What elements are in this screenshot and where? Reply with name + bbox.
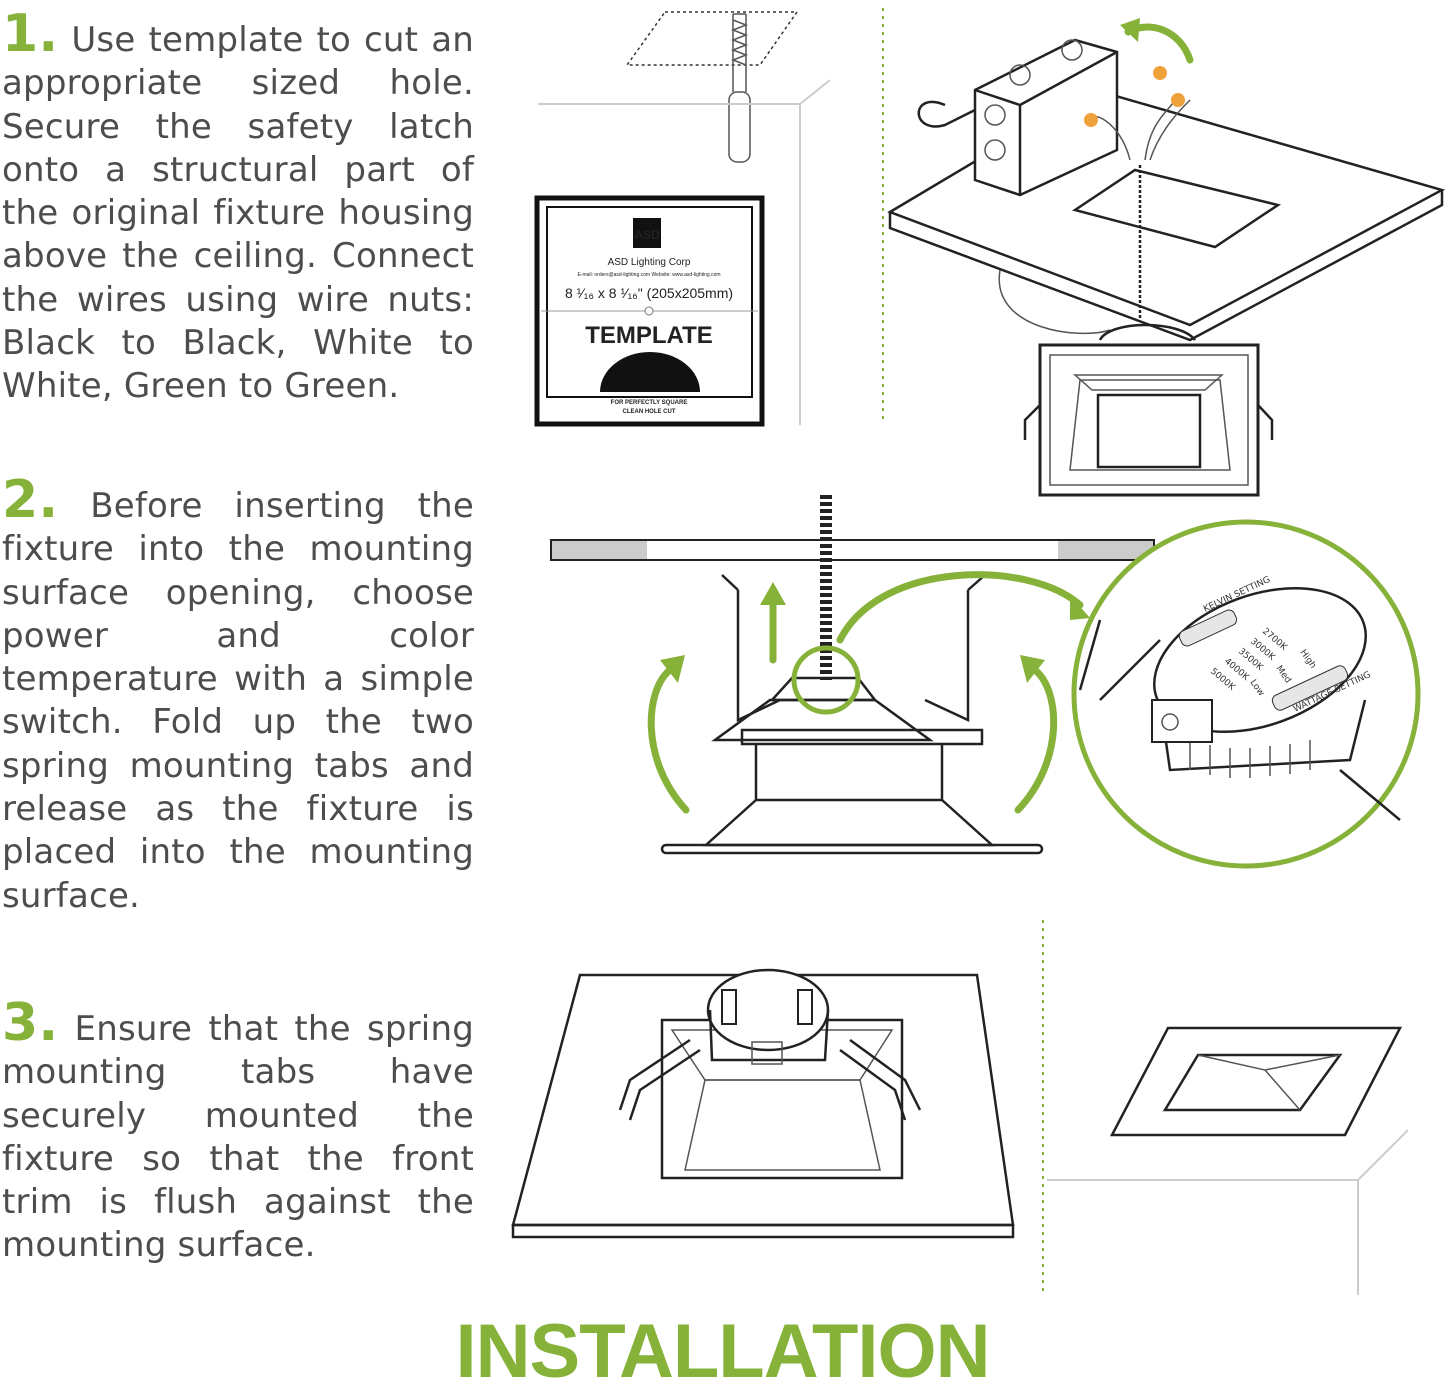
step-3: 3. Ensure that the spring mounting tabs …: [2, 997, 474, 1268]
step-number: 3.: [2, 993, 59, 1053]
template-label: TEMPLATE: [585, 322, 713, 349]
step-number: 2.: [2, 470, 59, 530]
saw-cut-illustration: [538, 11, 831, 425]
step-1: 1. Use template to cut an appropriate si…: [2, 8, 474, 409]
template-card: ASD ASD Lighting Corp E-mail: orders@asd…: [534, 195, 765, 427]
step-text: Use template to cut an appropriate sized…: [2, 20, 474, 407]
contact-info: E-mail: orders@asd-lighting.com Website:…: [577, 272, 720, 278]
mounted-fixture-illustration: [511, 968, 1015, 1239]
saw-blade-icon: [600, 352, 700, 392]
template-footer-2: CLEAN HOLE CUT: [623, 409, 676, 415]
step-2: 2. Before inserting the fixture into the…: [2, 474, 474, 918]
step-text: Before inserting the fixture into the mo…: [2, 486, 474, 916]
page-title: INSTALLATION: [455, 1309, 991, 1394]
installation-illustrations: ASD ASD Lighting Corp E-mail: orders@asd…: [511, 8, 1445, 1295]
switch-detail-zoom: KELVIN SETTING 2700K 3000K 3500K 4000K 5…: [1071, 519, 1421, 869]
template-footer-1: FOR PERFECTLY SQUARE: [611, 400, 688, 406]
logo-text: ASD: [634, 228, 660, 242]
company-name: ASD Lighting Corp: [608, 257, 691, 268]
step-number: 1.: [2, 4, 59, 64]
junction-box-illustration: [887, 18, 1445, 497]
template-size: 8 ¹⁄₁₆ x 8 ¹⁄₁₆" (205x205mm): [565, 285, 733, 301]
flush-trim-illustration: [1047, 1026, 1409, 1295]
fixture-insertion-illustration: [550, 495, 1155, 855]
step-text: Ensure that the spring mounting tabs hav…: [2, 1009, 474, 1266]
asd-logo-icon: [633, 218, 661, 248]
